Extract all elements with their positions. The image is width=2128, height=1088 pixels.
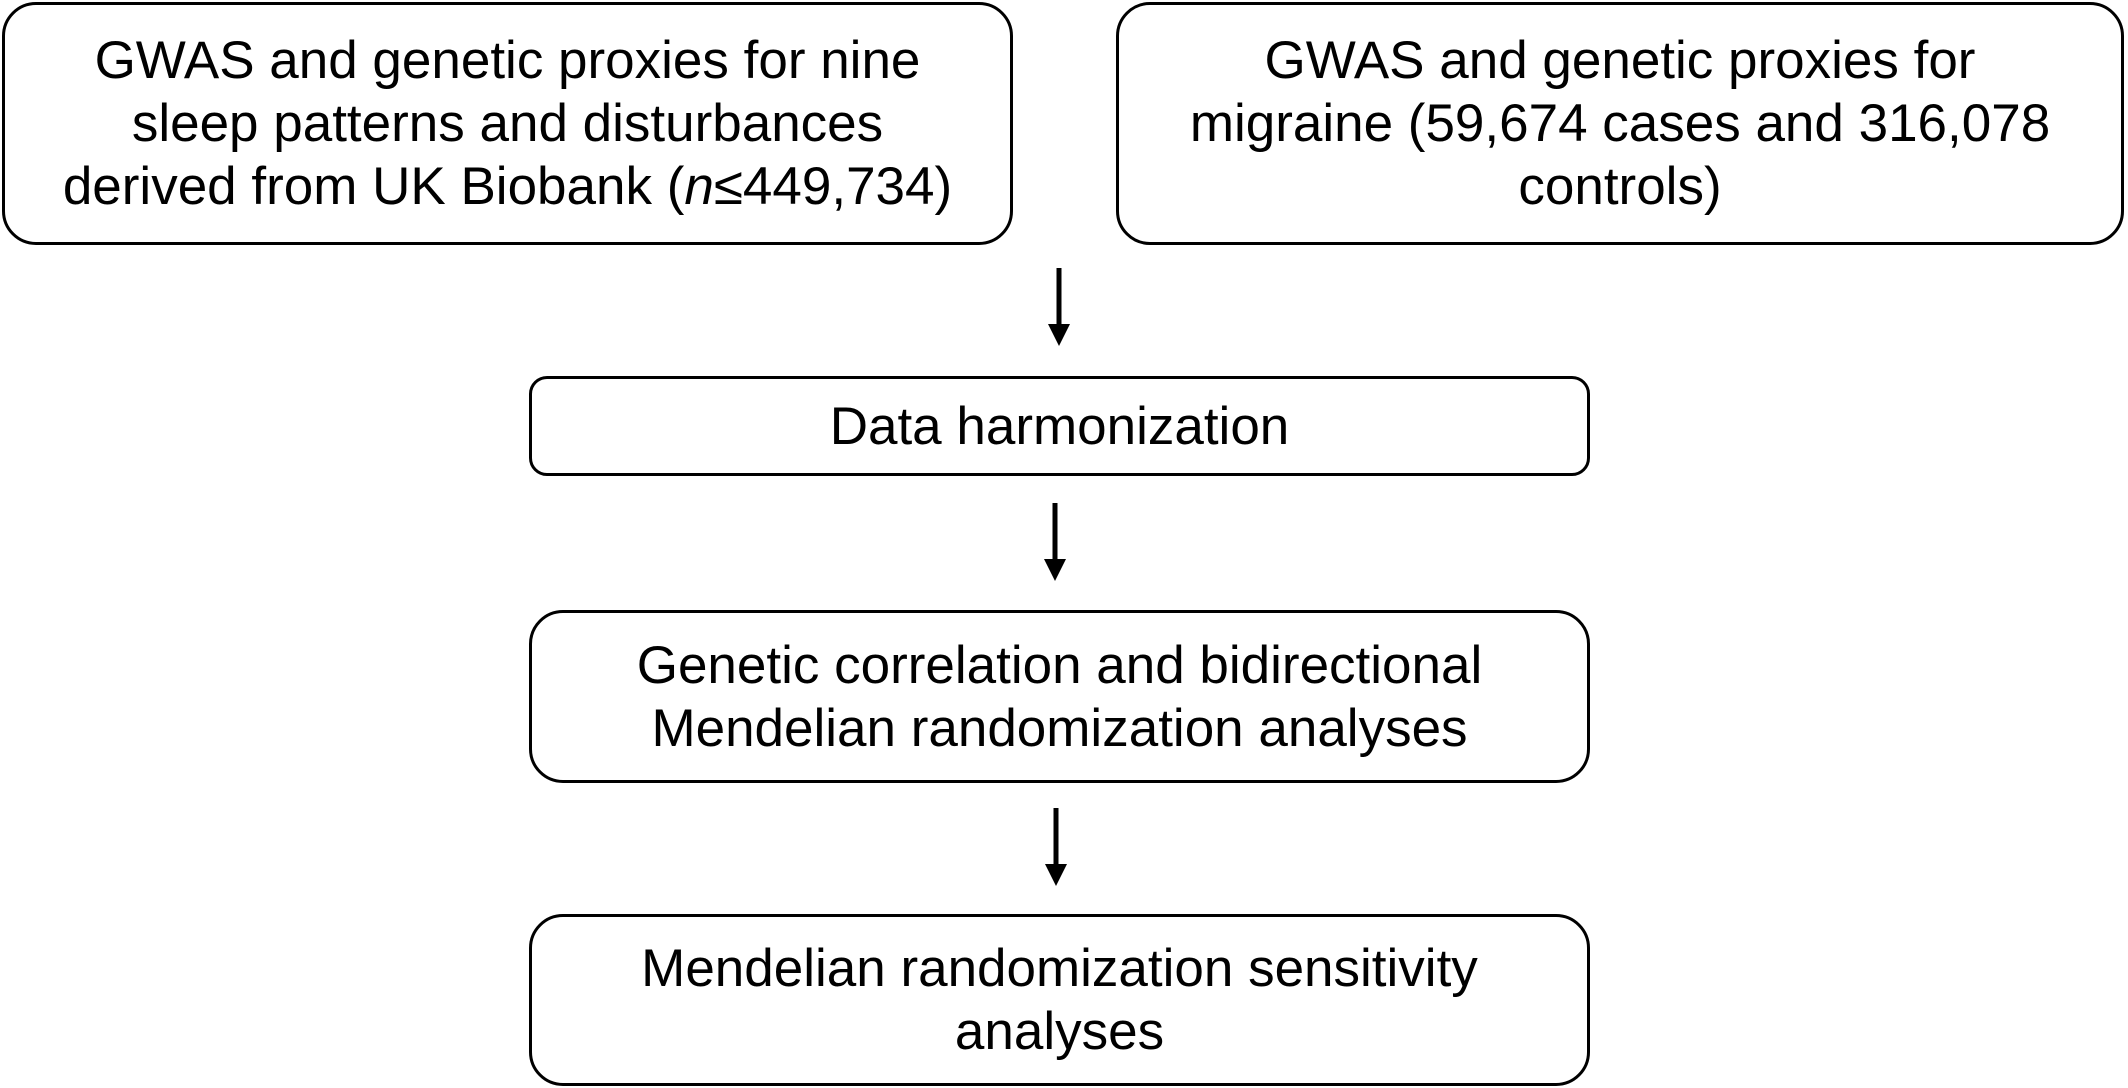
genetic-correlation-line-2: Mendelian randomization analyses <box>651 698 1468 758</box>
arrow-to-data-harmonization <box>1048 268 1070 346</box>
migraine-gwas-line-1: GWAS and genetic proxies for <box>1264 31 1976 90</box>
sleep-gwas-line-3: derived from UK Biobank (n≤449,734) <box>63 155 952 218</box>
arrow-to-sensitivity <box>1045 808 1067 886</box>
migraine-gwas-node: GWAS and genetic proxies for migraine (5… <box>1116 2 2124 245</box>
sensitivity-line-2: analyses <box>954 1002 1165 1061</box>
data-harmonization-label: Data harmonization <box>829 396 1290 456</box>
genetic-correlation-line-1: Genetic correlation and bidirectional <box>636 635 1483 695</box>
sample-size-n-symbol: n <box>684 157 714 216</box>
sensitivity-line-1: Mendelian randomization sensitivity <box>641 939 1478 998</box>
sleep-gwas-line-3-suffix: ≤449,734) <box>713 157 953 216</box>
sensitivity-node: Mendelian randomization sensitivity anal… <box>529 914 1590 1086</box>
genetic-correlation-node: Genetic correlation and bidirectional Me… <box>529 610 1590 783</box>
sleep-gwas-line-3-prefix: derived from UK Biobank ( <box>62 157 685 216</box>
data-harmonization-node: Data harmonization <box>529 376 1590 476</box>
arrow-to-genetic-correlation <box>1044 503 1066 581</box>
sleep-gwas-line-1: GWAS and genetic proxies for nine <box>94 31 921 90</box>
sleep-gwas-node: GWAS and genetic proxies for nine sleep … <box>2 2 1013 245</box>
migraine-gwas-line-3: controls) <box>1518 157 1722 216</box>
sleep-gwas-line-2: sleep patterns and disturbances <box>131 94 884 153</box>
migraine-gwas-line-2: migraine (59,674 cases and 316,078 <box>1189 94 2051 153</box>
